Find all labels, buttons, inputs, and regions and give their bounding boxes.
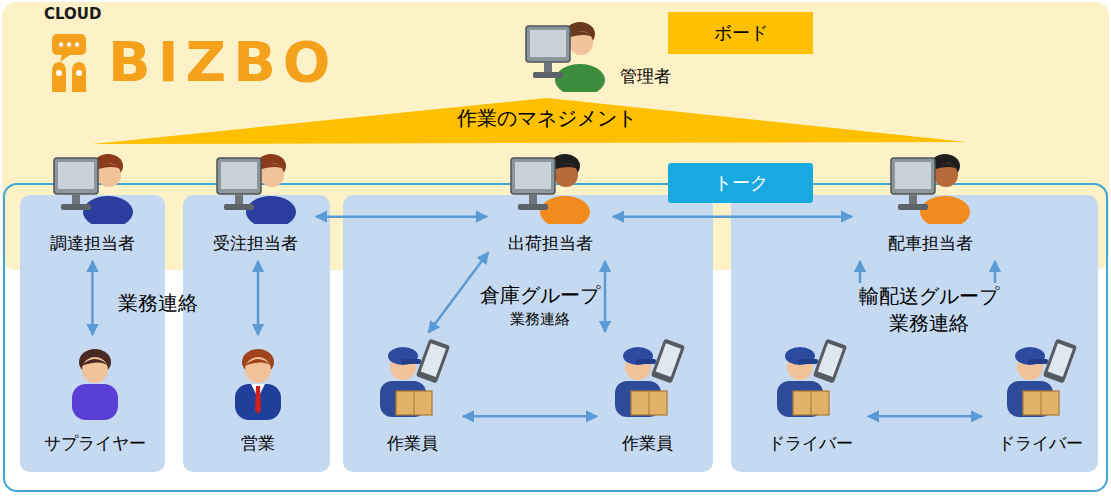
link-arrow xyxy=(613,215,852,218)
person-label: サプライヤー xyxy=(44,433,146,454)
board-tag: ボード xyxy=(668,12,813,54)
tag-label: ボード xyxy=(668,12,813,54)
manager-figure: 管理者 xyxy=(515,8,695,96)
person-icon xyxy=(211,142,301,224)
group-panel: 出荷担当者作業員 作業員 倉庫グループ業務連絡 xyxy=(343,195,713,472)
person-icon xyxy=(520,10,610,92)
person-label: ドライバー xyxy=(998,433,1083,454)
staff-figure: 受注担当者 xyxy=(198,140,313,258)
person-icon xyxy=(603,337,693,419)
link-arrow xyxy=(604,261,607,332)
link-arrow xyxy=(463,415,597,418)
person-icon xyxy=(995,337,1085,419)
link-arrow xyxy=(91,261,94,335)
band-label: 作業のマネジメント xyxy=(457,106,637,131)
link-arrow xyxy=(257,261,260,335)
staff-figure: 調達担当者 xyxy=(35,140,150,258)
worker-figure: ドライバー xyxy=(985,335,1095,460)
worker-figure: 作業員 xyxy=(600,335,695,460)
partner-figure: サプライヤー xyxy=(30,338,160,460)
group-panel: 配車担当者ドライバー ドライバー 輸配送グループ 業務連絡 xyxy=(731,195,1098,472)
person-label: 調達担当者 xyxy=(50,233,135,254)
person-label: 受注担当者 xyxy=(213,233,298,254)
person-label: 管理者 xyxy=(620,66,671,87)
group-panel xyxy=(183,195,330,472)
link-arrow xyxy=(316,215,487,218)
link-arrow xyxy=(994,261,997,332)
link-arrow xyxy=(859,261,862,332)
person-label: ドライバー xyxy=(768,433,853,454)
person-icon xyxy=(50,340,140,422)
person-icon xyxy=(48,142,138,224)
link-note: 業務連絡 xyxy=(118,292,198,315)
staff-figure: 出荷担当者 xyxy=(490,140,610,258)
worker-figure: ドライバー xyxy=(755,335,865,460)
group-label: 倉庫グループ xyxy=(478,283,602,308)
talk-region: 調達担当者受注担当者出荷担当者作業員作業員倉庫グループ業務連絡配車担当者ドライバ… xyxy=(3,183,1108,492)
person-icon xyxy=(765,337,855,419)
person-label: 出荷担当者 xyxy=(508,233,593,254)
partner-figure: 営業 xyxy=(215,338,301,460)
worker-figure: 作業員 xyxy=(365,335,460,460)
group-panel xyxy=(20,195,165,472)
person-label: 営業 xyxy=(241,433,275,454)
management-wedge: 作業のマネジメント xyxy=(92,98,967,146)
logo-wordmark: BIZBO xyxy=(108,30,337,94)
logo-caption: CLOUD xyxy=(44,6,101,23)
tag-label: トーク xyxy=(668,163,813,203)
group-label: 業務連絡 xyxy=(508,310,572,329)
person-icon xyxy=(505,142,595,224)
person-icon xyxy=(885,142,975,224)
link-arrow xyxy=(868,415,982,418)
person-label: 作業員 xyxy=(622,433,673,454)
link-arrow xyxy=(429,252,489,332)
group-label: 輸配送グループ 業務連絡 xyxy=(854,283,1004,337)
person-icon xyxy=(368,337,458,419)
person-label: 作業員 xyxy=(387,433,438,454)
staff-figure: 配車担当者 xyxy=(855,140,1005,258)
person-icon xyxy=(213,340,303,422)
wedge-fill xyxy=(92,98,967,144)
person-label: 配車担当者 xyxy=(888,233,973,254)
logo-icon xyxy=(52,34,86,92)
